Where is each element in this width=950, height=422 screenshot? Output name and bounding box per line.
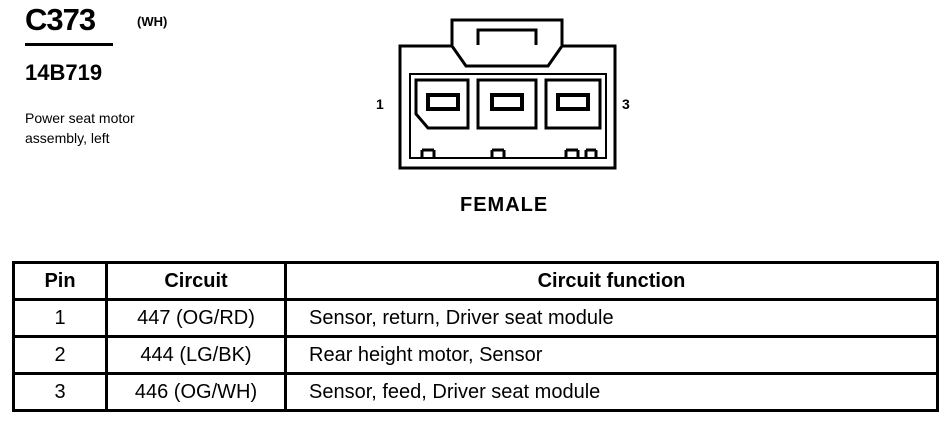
table-row: 2 444 (LG/BK) Rear height motor, Sensor xyxy=(12,335,939,375)
description-line-1: Power seat motor xyxy=(25,110,135,126)
bottom-keys xyxy=(420,148,598,158)
pin-label-3: 3 xyxy=(622,96,630,112)
table-row: 1 447 (OG/RD) Sensor, return, Driver sea… xyxy=(12,298,939,338)
connector-housing xyxy=(398,44,617,170)
connector-id: C373 xyxy=(25,2,96,37)
circuit-cell: 444 (LG/BK) xyxy=(105,335,287,375)
circuit-cell: 447 (OG/RD) xyxy=(105,298,287,338)
table-row: 3 446 (OG/WH) Sensor, feed, Driver seat … xyxy=(12,372,939,412)
description-line-2: assembly, left xyxy=(25,130,110,146)
header-circuit: Circuit xyxy=(105,261,287,301)
terminal-3 xyxy=(556,93,590,111)
terminal-1 xyxy=(426,93,460,111)
part-number: 14B719 xyxy=(25,60,103,85)
circuit-cell: 446 (OG/WH) xyxy=(105,372,287,412)
pin-cell: 1 xyxy=(12,298,108,338)
connector-inner-frame xyxy=(409,73,607,159)
pinout-table: Pin Circuit Circuit function 1 447 (OG/R… xyxy=(12,261,939,412)
connector-color-code: (WH) xyxy=(137,14,168,29)
table-header-row: Pin Circuit Circuit function xyxy=(12,261,939,301)
connector-gender: FEMALE xyxy=(460,194,549,216)
cavity-2 xyxy=(476,78,538,130)
cavity-1 xyxy=(414,78,470,130)
header-circuit-function: Circuit function xyxy=(284,261,939,301)
pin-cell: 3 xyxy=(12,372,108,412)
connector-id-underline xyxy=(25,43,113,46)
function-cell: Sensor, feed, Driver seat module xyxy=(284,372,939,412)
function-cell: Sensor, return, Driver seat module xyxy=(284,298,939,338)
connector-description: Power seat motor assembly, left xyxy=(25,108,205,148)
connector-latch xyxy=(450,18,564,45)
cavity-3 xyxy=(544,78,602,130)
pin-cell: 2 xyxy=(12,335,108,375)
pin-label-1: 1 xyxy=(376,96,384,112)
function-cell: Rear height motor, Sensor xyxy=(284,335,939,375)
connector-face-diagram xyxy=(398,18,617,170)
terminal-2 xyxy=(490,93,524,111)
header-pin: Pin xyxy=(12,261,108,301)
connector-latch-inner xyxy=(476,28,538,45)
